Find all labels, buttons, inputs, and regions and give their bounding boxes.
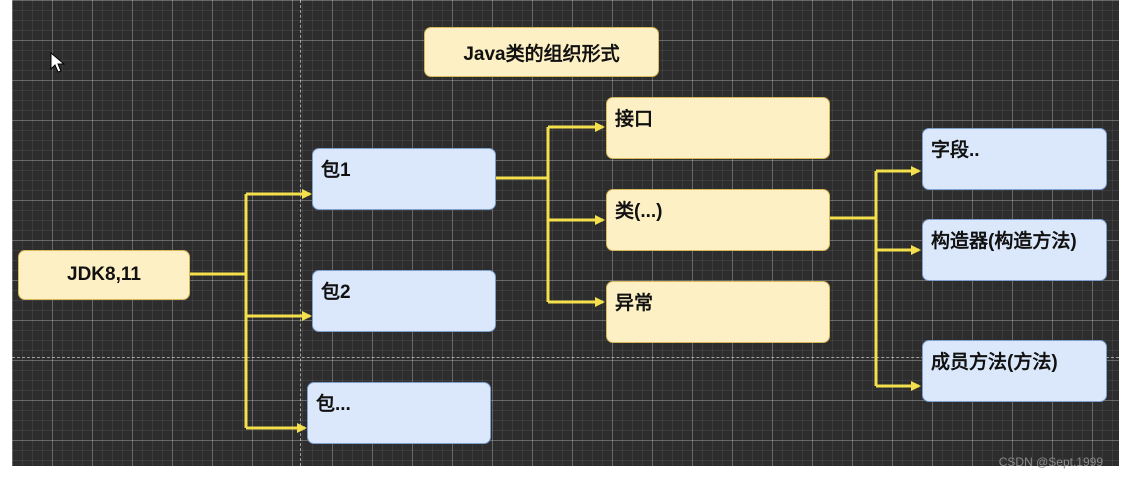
node-constructor: 构造器(构造方法) [922, 219, 1107, 281]
node-class: 类(...) [606, 189, 830, 251]
diagram-canvas: Java类的组织形式 JDK8,11 包1 包2 包... 接口 类(...) … [12, 0, 1119, 466]
node-jdk: JDK8,11 [18, 250, 190, 300]
node-interface: 接口 [606, 97, 830, 159]
node-member-method: 成员方法(方法) [922, 340, 1107, 402]
guide-line-horizontal [12, 357, 1119, 358]
node-package-more: 包... [307, 382, 491, 444]
connector-lines [190, 122, 921, 433]
node-package-2: 包2 [312, 270, 496, 332]
diagram-title: Java类的组织形式 [424, 27, 659, 77]
guide-line-vertical [300, 0, 301, 466]
node-package-1: 包1 [312, 148, 496, 210]
watermark: CSDN @Sept.1999 [998, 455, 1103, 469]
node-field: 字段.. [922, 128, 1107, 190]
node-exception: 异常 [606, 281, 830, 343]
mouse-pointer-icon [50, 52, 66, 73]
